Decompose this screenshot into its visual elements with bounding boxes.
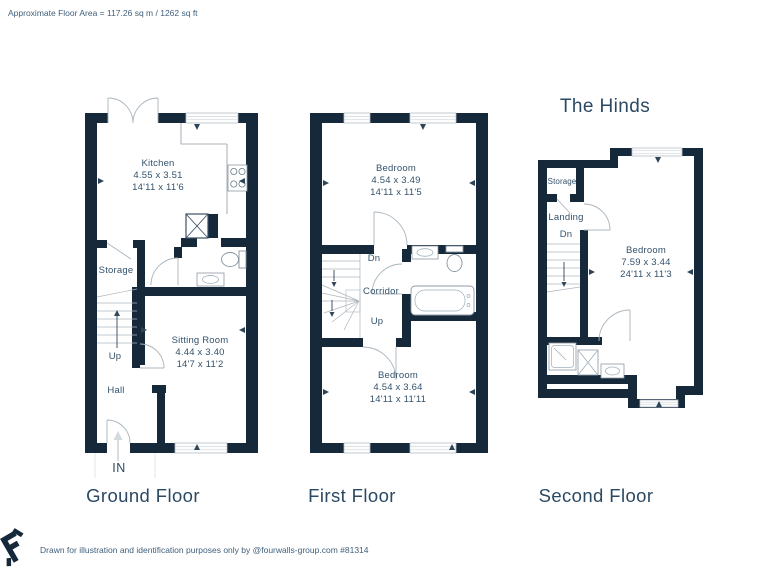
property-title: The Hinds bbox=[559, 96, 651, 117]
entrance-arrow-icon bbox=[113, 431, 123, 461]
appliance-icon bbox=[185, 213, 209, 239]
landing-label: Landing bbox=[548, 212, 584, 223]
bedroom-second-dims-ft: 24'11 x 11'3 bbox=[620, 269, 672, 280]
kitchen-dims-ft: 14'11 x 11'6 bbox=[132, 182, 184, 193]
up-label-ground: Up bbox=[108, 351, 122, 362]
kitchen-counter bbox=[180, 123, 228, 214]
sitting-room-dims-m: 4.44 x 3.40 bbox=[175, 347, 225, 358]
stairs-dn-arrow bbox=[561, 282, 567, 287]
corridor-label: Corridor bbox=[363, 286, 399, 297]
first-floor-dimension-ticks bbox=[323, 124, 475, 450]
hall-label: Hall bbox=[107, 385, 125, 396]
storage-label-second: Storage bbox=[547, 177, 577, 186]
porch-lines bbox=[94, 453, 156, 478]
sitting-room-name: Sitting Room bbox=[171, 335, 229, 346]
kitchen-dims-m: 4.55 x 3.51 bbox=[133, 170, 183, 181]
approx-floor-area-note: Approximate Floor Area = 117.26 sq m / 1… bbox=[8, 8, 198, 18]
first-floor-name: First Floor bbox=[308, 485, 396, 506]
first-floor-doors bbox=[362, 211, 408, 381]
stairs-up-arrow bbox=[114, 310, 120, 316]
bathroom-fixtures bbox=[410, 245, 475, 316]
first-floor-walls bbox=[310, 113, 488, 453]
entrance-label: IN bbox=[112, 461, 126, 475]
dn-label-first: Dn bbox=[367, 253, 381, 264]
up-label-first: Up bbox=[370, 316, 384, 327]
dn-label-second: Dn bbox=[559, 229, 573, 240]
bedroom-second-dims-m: 7.59 x 3.44 bbox=[621, 257, 671, 268]
first-floor-stairs bbox=[321, 254, 361, 338]
bedroom-back-dims-m: 4.54 x 3.64 bbox=[373, 382, 423, 393]
second-floor-name: Second Floor bbox=[538, 485, 654, 506]
sitting-room-label: Sitting Room 4.44 x 3.40 14'7 x 11'2 bbox=[172, 335, 229, 371]
ground-floor-walls bbox=[85, 113, 258, 453]
ground-floor-name: Ground Floor bbox=[86, 485, 200, 506]
ground-floor-plan bbox=[85, 97, 258, 478]
bedroom-second-label: Bedroom 7.59 x 3.44 24'11 x 11'3 bbox=[620, 245, 672, 281]
ground-floor-dimension-ticks bbox=[98, 124, 245, 450]
storage-label-ground: Storage bbox=[98, 265, 134, 276]
hob-icon bbox=[227, 164, 248, 192]
sitting-room-dims-ft: 14'7 x 11'2 bbox=[176, 359, 224, 370]
bedroom-back-label: Bedroom 4.54 x 3.64 14'11 x 11'11 bbox=[370, 370, 426, 406]
kitchen-name: Kitchen bbox=[141, 158, 175, 169]
bedroom-front-dims-ft: 14'11 x 11'5 bbox=[370, 187, 422, 198]
stairs-arrows bbox=[329, 282, 337, 317]
first-floor-plan bbox=[310, 112, 488, 454]
bedroom-front-label: Bedroom 4.54 x 3.49 14'11 x 11'5 bbox=[370, 163, 422, 199]
first-floor-windows bbox=[343, 112, 457, 454]
bedroom-front-name: Bedroom bbox=[376, 163, 416, 174]
wc-fixtures bbox=[196, 250, 247, 287]
bedroom-second-name: Bedroom bbox=[626, 245, 666, 256]
fourwalls-logo-icon bbox=[0, 528, 24, 567]
bedroom-front-dims-m: 4.54 x 3.49 bbox=[371, 175, 421, 186]
second-floor-doors bbox=[556, 198, 631, 342]
ground-floor-windows bbox=[174, 112, 239, 454]
second-floor-dimension-ticks bbox=[589, 157, 693, 407]
second-floor-plan bbox=[538, 147, 703, 408]
shower-room-fixtures bbox=[548, 342, 625, 379]
disclaimer-text: Drawn for illustration and identificatio… bbox=[40, 545, 369, 555]
french-doors bbox=[107, 97, 159, 124]
second-floor-stairs bbox=[546, 243, 581, 293]
ground-floor-stairs bbox=[96, 288, 138, 348]
ground-floor-doors bbox=[106, 242, 179, 444]
kitchen-label: Kitchen 4.55 x 3.51 14'11 x 11'6 bbox=[132, 158, 184, 194]
bedroom-back-name: Bedroom bbox=[378, 370, 418, 381]
bedroom-back-dims-ft: 14'11 x 11'11 bbox=[369, 394, 427, 405]
